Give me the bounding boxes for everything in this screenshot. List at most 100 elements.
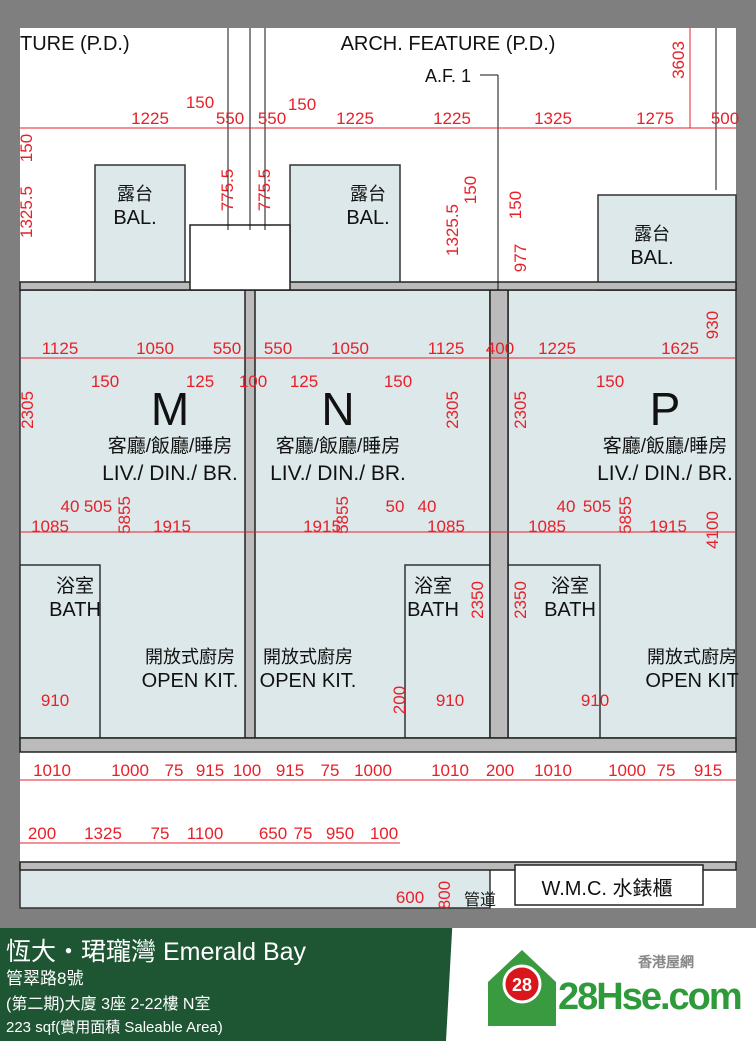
dimension-label: 150	[461, 176, 480, 204]
living-label-cn: 客廳/飯廳/睡房	[108, 435, 233, 457]
dimension-label: 200	[28, 824, 56, 843]
walls	[19, 224, 737, 906]
dimension-label: 650	[259, 824, 287, 843]
dimension-label: 950	[326, 824, 354, 843]
dimension-label: 1085	[528, 517, 566, 536]
logo-panel[interactable]: 28 香港屋網 28Hse.com	[446, 928, 756, 1041]
dimension-label: 2350	[468, 581, 487, 619]
dimension-label: 1225	[131, 109, 169, 128]
dimension-label: 550	[216, 109, 244, 128]
dimension-label: 3603	[669, 41, 688, 79]
dimension-label: 5855	[333, 496, 352, 534]
footer-info: 恆大・珺瓏灣 Emerald Bay 管翠路8號 (第二期)大廈 3座 2-22…	[0, 928, 460, 1041]
dimension-label: 100	[370, 824, 398, 843]
dimension-label: 1125	[428, 339, 465, 358]
dimension-label: 915	[694, 761, 722, 780]
dimension-label: 775.5	[255, 169, 274, 212]
living-label-cn: 客廳/飯廳/睡房	[603, 435, 728, 457]
bath-label-en: BATH	[407, 599, 459, 621]
dimension-label: 1000	[354, 761, 392, 780]
kitchen-label-cn: 開放式廚房	[145, 646, 235, 667]
dimension-label: 40	[418, 497, 437, 516]
dimension-label: 910	[436, 691, 464, 710]
dimension-label: 1225	[336, 109, 374, 128]
bath-label-cn: 浴室	[551, 575, 589, 597]
rooms	[19, 164, 737, 909]
dimension-label: 505	[583, 497, 611, 516]
house-logo-icon: 28	[488, 950, 556, 1026]
dimension-label: 915	[276, 761, 304, 780]
dimension-label: 5855	[616, 496, 635, 534]
balcony-label-cn: 露台	[350, 184, 386, 204]
bath-label-cn: 浴室	[414, 575, 452, 597]
arch-lines	[227, 28, 717, 290]
living-label-en: LIV./ DIN./ BR.	[102, 462, 238, 485]
dimension-label: 75	[165, 761, 184, 780]
dimension-label: 40	[557, 497, 576, 516]
dimension-label: 125	[290, 372, 318, 391]
bath-m	[19, 564, 101, 739]
dimension-label: 2305	[18, 391, 37, 429]
dimension-label: 1100	[187, 824, 224, 843]
dimension-label: 150	[596, 372, 624, 391]
dimension-label: 2350	[511, 581, 530, 619]
dimension-label: 75	[151, 824, 170, 843]
dimension-label: 1325	[534, 109, 572, 128]
living-label-en: LIV./ DIN./ BR.	[270, 462, 406, 485]
dimension-label: 40	[61, 497, 80, 516]
af-label: A.F. 1	[425, 66, 471, 86]
dimension-label: 150	[384, 372, 412, 391]
dimension-label: 1125	[42, 339, 79, 358]
unit-info: (第二期)大廈 3座 2-22樓 N室	[6, 996, 211, 1013]
dimension-label: 600	[396, 888, 424, 907]
arch-feature-label: TURE (P.D.)	[20, 33, 130, 55]
dimension-label: 930	[703, 311, 722, 339]
dimension-label: 1275	[636, 109, 674, 128]
dimension-label: 910	[581, 691, 609, 710]
wmc-label: W.M.C. 水錶櫃	[541, 877, 672, 900]
balcony-label-cn: 露台	[117, 184, 153, 204]
dimension-label: 200	[390, 686, 409, 714]
dimension-label: 2305	[443, 391, 462, 429]
balcony-label-cn: 露台	[634, 224, 670, 244]
dimension-label: 550	[264, 339, 292, 358]
logo-text: 28Hse.com	[558, 976, 743, 1018]
dimension-label: 150	[288, 95, 316, 114]
logo-chinese: 香港屋網	[638, 954, 694, 970]
dimension-label: 505	[84, 497, 112, 516]
estate-title: 恆大・珺瓏灣 Emerald Bay	[6, 938, 307, 966]
dimension-label: 1010	[33, 761, 71, 780]
duct-label: 管道	[464, 891, 496, 909]
dimension-label: 200	[486, 761, 514, 780]
dimension-label: 1915	[153, 517, 191, 536]
dimension-label: 1325.5	[17, 186, 36, 238]
kitchen-label-en: OPEN KIT.	[142, 670, 239, 692]
living-label-cn: 客廳/飯廳/睡房	[276, 435, 401, 457]
saleable-area: 223 sqf(實用面積 Saleable Area)	[6, 1019, 223, 1036]
dimension-label: 50	[386, 497, 405, 516]
dimension-label: 100	[239, 372, 267, 391]
dimension-label: 915	[196, 761, 224, 780]
dimension-label: 1625	[661, 339, 699, 358]
bath-label-en: BATH	[49, 599, 101, 621]
dimension-label: 1225	[433, 109, 471, 128]
living-label-en: LIV./ DIN./ BR.	[597, 462, 733, 485]
dimension-label: 125	[186, 372, 214, 391]
arch-feature-label: ARCH. FEATURE (P.D.)	[341, 33, 556, 55]
dimension-label: 800	[435, 881, 454, 909]
logo-badge-text: 28	[512, 975, 532, 995]
dimension-label: 1915	[303, 517, 341, 536]
dimension-label: 977	[511, 244, 530, 272]
bath-label-en: BATH	[544, 599, 596, 621]
dimension-label: 1010	[431, 761, 469, 780]
dimension-label: 1050	[136, 339, 174, 358]
dimension-label: 150	[17, 134, 36, 162]
dimension-label: 1000	[608, 761, 646, 780]
dimension-label: 1325	[84, 824, 122, 843]
dimension-label: 75	[294, 824, 313, 843]
dimension-label: 1325.5	[443, 204, 462, 256]
dimension-label: 1085	[427, 517, 465, 536]
